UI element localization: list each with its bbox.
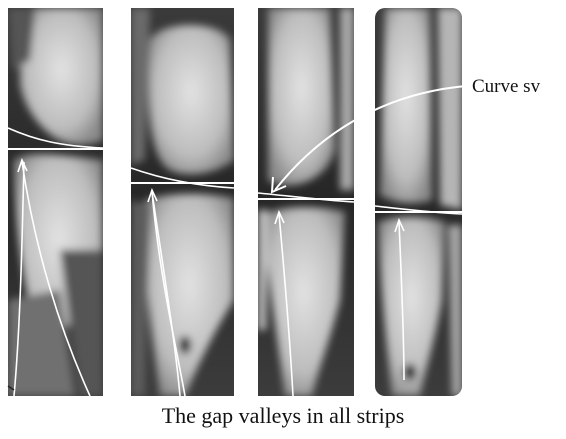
xray-strip-3 [258, 8, 354, 396]
xray-strip-4 [375, 8, 462, 396]
xray-strip-2 [131, 8, 234, 396]
figure-caption: The gap valleys in all strips [0, 403, 566, 429]
annotation-label: Curve sv [472, 76, 540, 98]
